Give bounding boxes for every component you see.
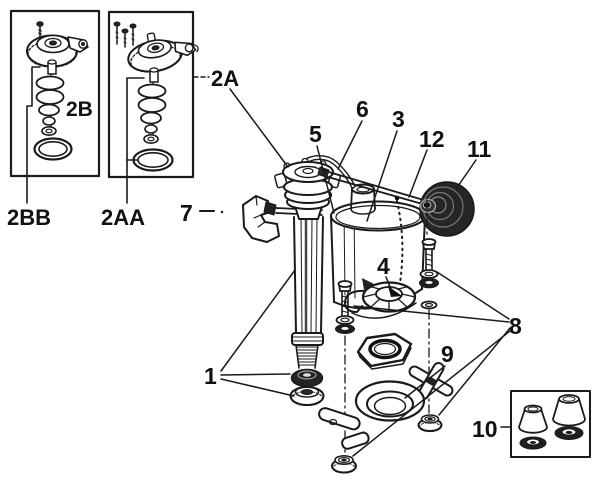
mounting-bolt-left [335,280,355,453]
valve-cap-2aa [127,32,199,73]
label-part-1: 1 [204,363,217,389]
screw-icon [36,21,44,38]
label-part-2a: 2A [211,66,239,91]
label-part-4: 4 [377,253,390,279]
label-part-8: 8 [509,313,522,339]
valve-shank [289,215,325,407]
bolt-nut-right [417,414,443,433]
label-part-10: 10 [472,416,498,442]
adjustment-chain [396,200,404,284]
inset-box-2aa [107,10,199,204]
arm-clip [242,195,280,243]
shank-locknut [289,386,325,407]
rubber-ring-large [554,426,584,440]
label-part-2bb: 2BB [7,205,51,230]
label-part-12: 12 [419,126,445,152]
cone-washer-large [552,394,586,427]
label-part-3: 3 [392,106,405,132]
mounting-bolt-right [419,199,439,414]
label-part-11: 11 [467,136,492,162]
flange-gasket [318,362,454,450]
label-part-5: 5 [309,121,322,147]
cone-washer [290,368,324,388]
rubber-ring-small [519,436,547,450]
screws-icon [113,21,137,48]
seal-stack-2aa [132,67,174,172]
valve-cap-2b [26,34,89,68]
label-part-9: 9 [441,341,454,367]
cone-washer-small [518,404,548,434]
inset-box-10 [510,390,591,458]
label-part-2b: 2B [66,98,93,121]
label-part-6: 6 [356,96,369,122]
float-ball [419,181,475,237]
label-part-2aa: 2AA [101,205,145,230]
inset-box-2b [9,9,101,204]
part-labels: 2B 2BB 2AA 2A 5 6 3 12 11 7 4 8 9 1 10 [7,66,522,442]
leader-2aa [126,77,145,204]
label-part-7: 7 [180,200,193,226]
hex-locknut [356,332,413,370]
valve-cap-main [274,157,341,220]
bolt-nut-left [331,454,357,474]
seal-stack-2b [33,59,73,161]
leader-2bb [26,66,41,204]
leader-lines [193,76,512,457]
